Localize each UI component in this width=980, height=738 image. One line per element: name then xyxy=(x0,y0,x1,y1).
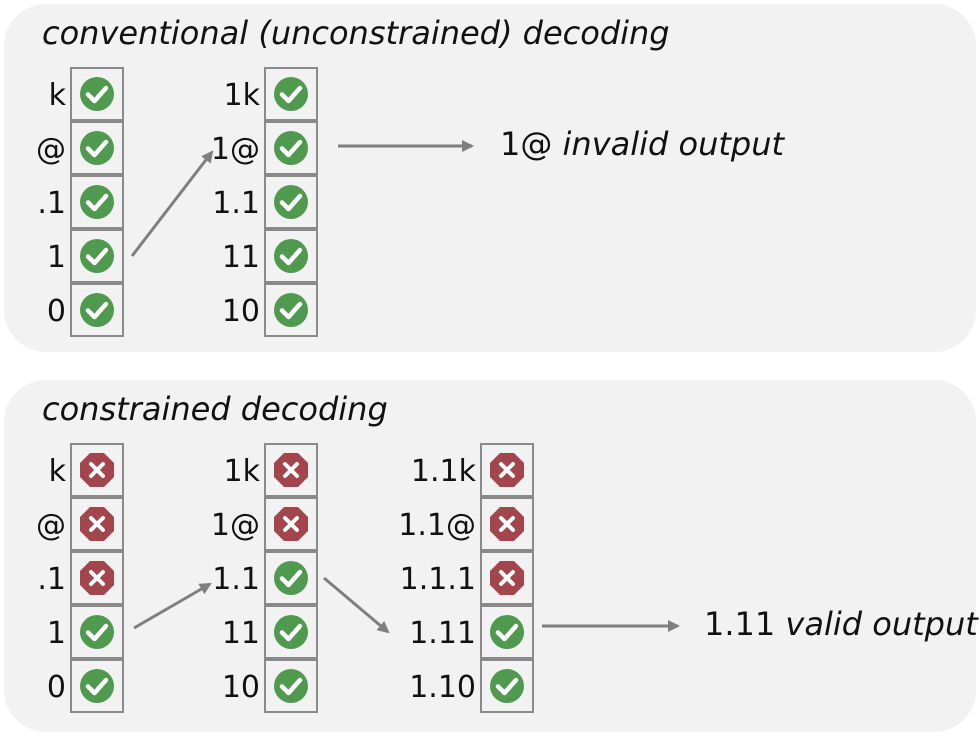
panel-title: conventional (unconstrained) decoding xyxy=(42,14,670,52)
check-circle-icon xyxy=(274,561,308,595)
token-label: 10 xyxy=(221,670,260,705)
token-label: 1 xyxy=(46,616,66,651)
result-value: 1@ xyxy=(500,125,553,163)
check-circle-icon xyxy=(274,293,308,327)
panel-title: constrained decoding xyxy=(42,390,388,428)
token-label: 1.1@ xyxy=(398,508,476,543)
x-octagon-icon xyxy=(490,453,524,487)
x-octagon-icon xyxy=(80,561,114,595)
token-cell-invalid xyxy=(264,443,318,497)
token-label: 11 xyxy=(221,240,260,275)
check-circle-icon xyxy=(274,239,308,273)
token-cell-valid xyxy=(70,605,124,659)
check-circle-icon xyxy=(490,615,524,649)
transition-arrow xyxy=(133,582,212,630)
token-label: 11 xyxy=(221,616,260,651)
token-label: 1@ xyxy=(210,132,260,167)
check-circle-icon xyxy=(80,615,114,649)
token-cell-invalid xyxy=(70,497,124,551)
result-note: invalid output xyxy=(562,125,785,163)
token-label: .1 xyxy=(37,562,66,597)
check-circle-icon xyxy=(80,77,114,111)
result-value: 1.11 xyxy=(704,605,776,643)
token-cell-valid xyxy=(264,551,318,605)
transition-arrow xyxy=(130,150,214,257)
token-label: 1k xyxy=(223,78,260,113)
token-cell-valid xyxy=(70,659,124,713)
token-label: .1 xyxy=(37,186,66,221)
token-cell-valid xyxy=(264,175,318,229)
token-cell-invalid xyxy=(480,497,534,551)
check-circle-icon xyxy=(274,185,308,219)
token-label: 1k xyxy=(223,454,260,489)
result-output: 1.11 valid output xyxy=(704,608,978,640)
token-cell-valid xyxy=(264,67,318,121)
result-output: 1@ invalid output xyxy=(500,128,784,160)
x-octagon-icon xyxy=(80,507,114,541)
token-label: 1.11 xyxy=(409,616,476,651)
token-label: 0 xyxy=(46,294,66,329)
token-label: 1.1 xyxy=(212,562,260,597)
token-cell-invalid xyxy=(480,443,534,497)
token-cell-valid xyxy=(264,229,318,283)
token-cell-valid xyxy=(70,67,124,121)
token-cell-valid xyxy=(480,605,534,659)
token-cell-invalid xyxy=(480,551,534,605)
token-label: @ xyxy=(36,132,66,167)
x-octagon-icon xyxy=(490,507,524,541)
check-circle-icon xyxy=(274,77,308,111)
token-cell-valid xyxy=(480,659,534,713)
token-cell-valid xyxy=(70,229,124,283)
check-circle-icon xyxy=(490,669,524,703)
token-label: 1@ xyxy=(210,508,260,543)
check-circle-icon xyxy=(80,239,114,273)
token-cell-valid xyxy=(70,121,124,175)
token-label: 10 xyxy=(221,294,260,329)
token-label: 1.1 xyxy=(212,186,260,221)
x-octagon-icon xyxy=(80,453,114,487)
result-note: valid output xyxy=(785,605,978,643)
token-label: 1 xyxy=(46,240,66,275)
token-cell-invalid xyxy=(70,551,124,605)
token-label: @ xyxy=(36,508,66,543)
transition-arrow xyxy=(323,576,390,634)
token-cell-valid xyxy=(264,121,318,175)
token-label: 0 xyxy=(46,670,66,705)
check-circle-icon xyxy=(80,185,114,219)
x-octagon-icon xyxy=(274,453,308,487)
x-octagon-icon xyxy=(490,561,524,595)
token-cell-valid xyxy=(70,283,124,337)
panel-unconstrained: conventional (unconstrained) decoding xyxy=(4,4,976,352)
token-cell-valid xyxy=(264,283,318,337)
token-label: 1.1k xyxy=(410,454,476,489)
token-cell-valid xyxy=(264,605,318,659)
check-circle-icon xyxy=(274,669,308,703)
check-circle-icon xyxy=(80,293,114,327)
check-circle-icon xyxy=(274,615,308,649)
check-circle-icon xyxy=(274,131,308,165)
x-octagon-icon xyxy=(274,507,308,541)
check-circle-icon xyxy=(80,669,114,703)
token-label: k xyxy=(48,454,66,489)
token-cell-valid xyxy=(70,175,124,229)
token-cell-valid xyxy=(264,659,318,713)
token-cell-invalid xyxy=(264,497,318,551)
check-circle-icon xyxy=(80,131,114,165)
token-label: k xyxy=(48,78,66,113)
token-cell-invalid xyxy=(70,443,124,497)
token-label: 1.10 xyxy=(409,670,476,705)
token-label: 1.1.1 xyxy=(399,562,476,597)
